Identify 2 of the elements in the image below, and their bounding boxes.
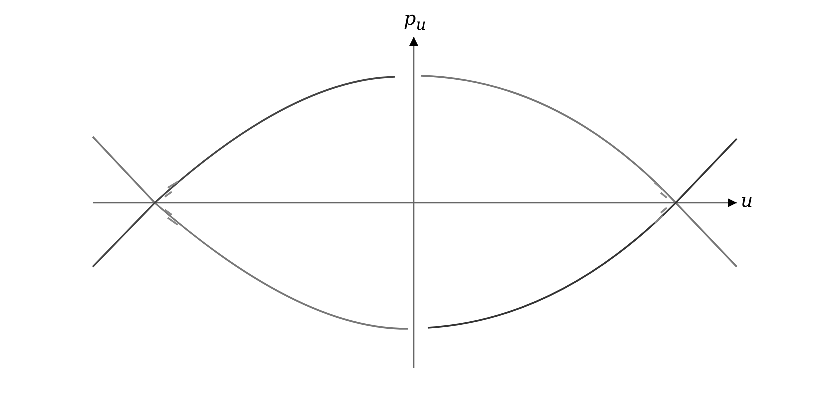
axis-label: u xyxy=(741,192,754,211)
axis-label: p$_{u}$ xyxy=(404,10,426,33)
